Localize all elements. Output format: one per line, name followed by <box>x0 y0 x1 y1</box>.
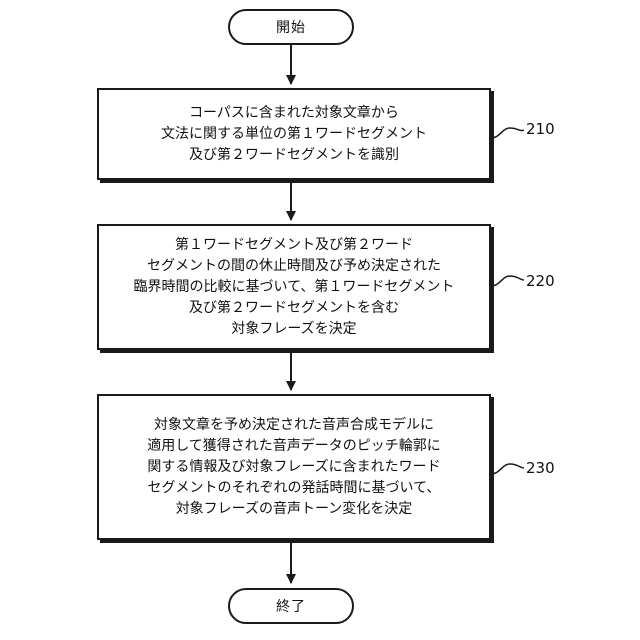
start-label: 開始 <box>276 17 306 37</box>
step-230-line-5: 対象フレーズの音声トーン変化を決定 <box>176 499 413 520</box>
step-210-line-2: 文法に関する単位の第１ワードセグメント <box>161 124 427 145</box>
ref-label-210: 210 <box>526 120 555 138</box>
step-220-line-4: 及び第２ワードセグメントを含む <box>189 298 399 319</box>
leader-230 <box>491 464 524 474</box>
leader-220 <box>491 276 524 286</box>
step-210-line-1: コーパスに含まれた対象文章から <box>189 103 399 124</box>
step-220-line-5: 対象フレーズを決定 <box>231 319 356 340</box>
step-230-line-1: 対象文章を予め決定された音声合成モデルに <box>154 415 434 436</box>
end-label: 終了 <box>276 596 306 616</box>
step-220-line-1: 第１ワードセグメント及び第２ワード <box>175 235 413 256</box>
process-box-210: コーパスに含まれた対象文章から 文法に関する単位の第１ワードセグメント 及び第２… <box>97 88 491 180</box>
ref-label-230: 230 <box>526 459 555 477</box>
step-210-line-3: 及び第２ワードセグメントを識別 <box>189 145 399 166</box>
ref-label-220: 220 <box>526 272 555 290</box>
leader-210 <box>491 128 524 138</box>
end-terminal: 終了 <box>228 588 354 624</box>
process-box-230: 対象文章を予め決定された音声合成モデルに 適用して獲得された音声データのピッチ輪… <box>97 394 491 540</box>
start-terminal: 開始 <box>228 9 354 45</box>
step-220-line-3: 臨界時間の比較に基づいて、第１ワードセグメント <box>134 277 455 298</box>
step-230-line-3: 関する情報及び対象フレーズに含まれたワード <box>147 457 440 478</box>
process-box-220: 第１ワードセグメント及び第２ワード セグメントの間の休止時間及び予め決定された … <box>97 224 491 350</box>
step-230-line-4: セグメントのそれぞれの発話時間に基づいて、 <box>148 478 441 499</box>
step-220-line-2: セグメントの間の休止時間及び予め決定された <box>147 256 441 277</box>
step-230-line-2: 適用して獲得された音声データのピッチ輪郭に <box>147 436 441 457</box>
